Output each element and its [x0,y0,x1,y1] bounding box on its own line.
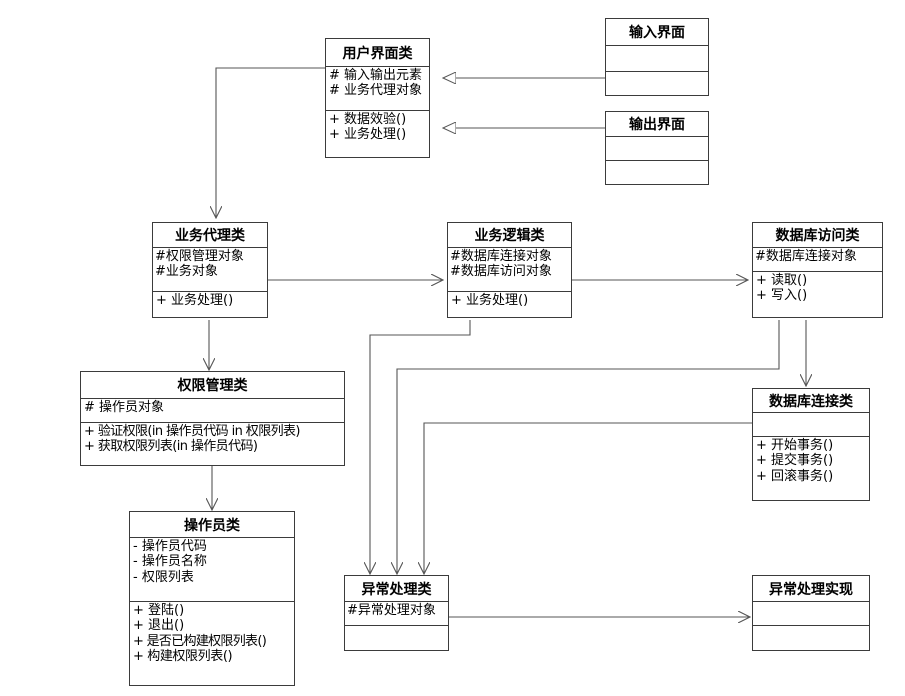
class-title-db-connection: 数据库连接类 [753,389,869,413]
operations-compartment-permission-manager: + 验证权限(in 操作员代码 in 权限列表) + 获取权限列表(in 操作员… [81,423,344,465]
operation-row: + 退出() [133,618,185,634]
class-title-exception-impl: 异常处理实现 [753,576,869,602]
attributes-compartment-output-interface [606,137,708,161]
class-title-business-logic: 业务逻辑类 [448,223,571,248]
operations-compartment-business-agent: + 业务处理() [153,292,267,317]
operations-compartment-db-connection: + 开始事务() + 提交事务() + 回滚事务() [753,437,869,501]
class-box-exception-handler[interactable]: 异常处理类 #异常处理对象 [344,575,449,651]
attribute-row: #业务对象 [155,264,218,280]
operation-row: + 回滚事务() [756,468,834,484]
class-title-db-access: 数据库访问类 [753,223,882,248]
class-title-output-interface: 输出界面 [606,112,708,137]
class-box-db-connection[interactable]: 数据库连接类 + 开始事务() + 提交事务() + 回滚事务() [752,388,870,501]
attributes-compartment-user-interface: # 输入输出元素 # 业务代理对象 [326,67,429,111]
attribute-row: #数据库连接对象 [450,249,552,264]
operation-row: + 获取权限列表(in 操作员代码) [84,439,258,455]
wire-db-connection-to-exception [424,422,752,574]
operation-row: + 数据效验() [329,112,407,127]
attribute-row: # 业务代理对象 [329,83,423,99]
attributes-compartment-exception-impl [753,602,869,626]
operation-row: + 登陆() [133,603,185,618]
class-title-operator: 操作员类 [130,512,294,538]
attribute-row: #异常处理对象 [347,603,436,618]
class-title-input-interface: 输入界面 [606,19,708,46]
operation-row: + 业务处理() [329,127,407,143]
attribute-row: #权限管理对象 [155,249,244,264]
operation-row: + 验证权限(in 操作员代码 in 权限列表) [84,424,300,439]
class-title-permission-manager: 权限管理类 [81,372,344,399]
operation-row: + 开始事务() [756,438,834,453]
class-box-user-interface[interactable]: 用户界面类 # 输入输出元素 # 业务代理对象 + 数据效验() + 业务处理(… [325,38,430,158]
wire-business-logic-to-exception [370,320,471,574]
operations-compartment-input-interface [606,72,708,97]
attribute-row: - 操作员名称 [133,554,207,570]
class-box-business-logic[interactable]: 业务逻辑类 #数据库连接对象 #数据库访问对象 + 业务处理() [447,222,572,318]
operations-compartment-operator: + 登陆() + 退出() + 是否已构建权限列表() + 构建权限列表() [130,602,294,685]
attributes-compartment-operator: - 操作员代码 - 操作员名称 - 权限列表 [130,538,294,602]
attribute-row: - 权限列表 [133,569,194,585]
class-title-user-interface: 用户界面类 [326,39,429,67]
operations-compartment-user-interface: + 数据效验() + 业务处理() [326,111,429,157]
attribute-row: # 输入输出元素 [329,68,423,83]
operations-compartment-exception-impl [753,626,869,650]
attribute-row: #数据库访问对象 [450,264,552,280]
attribute-row: - 操作员代码 [133,539,207,554]
attributes-compartment-exception-handler: #异常处理对象 [345,602,448,626]
attribute-row: #数据库连接对象 [755,249,857,264]
operation-row: + 业务处理() [451,293,529,308]
attributes-compartment-input-interface [606,46,708,72]
operation-row: + 业务处理() [156,293,234,308]
class-box-input-interface[interactable]: 输入界面 [605,18,709,96]
class-box-db-access[interactable]: 数据库访问类 #数据库连接对象 + 读取() + 写入() [752,222,883,318]
attributes-compartment-permission-manager: # 操作员对象 [81,399,344,423]
operations-compartment-exception-handler [345,626,448,650]
attributes-compartment-db-access: #数据库连接对象 [753,248,882,272]
class-box-exception-impl[interactable]: 异常处理实现 [752,575,870,651]
wire-ui-to-business-agent [216,67,331,218]
operation-row: + 读取() [756,273,808,288]
attribute-row: # 操作员对象 [84,400,165,415]
class-box-permission-manager[interactable]: 权限管理类 # 操作员对象 + 验证权限(in 操作员代码 in 权限列表) +… [80,371,345,466]
operations-compartment-output-interface [606,161,708,186]
operation-row: + 提交事务() [756,453,834,469]
attributes-compartment-business-logic: #数据库连接对象 #数据库访问对象 [448,248,571,292]
wire-db-access-to-exception [397,320,780,574]
operations-compartment-db-access: + 读取() + 写入() [753,272,882,317]
class-box-business-agent[interactable]: 业务代理类 #权限管理对象 #业务对象 + 业务处理() [152,222,268,318]
operation-row: + 写入() [756,288,808,304]
attributes-compartment-business-agent: #权限管理对象 #业务对象 [153,248,267,292]
class-box-output-interface[interactable]: 输出界面 [605,111,709,185]
class-box-operator[interactable]: 操作员类 - 操作员代码 - 操作员名称 - 权限列表 + 登陆() + 退出(… [129,511,295,686]
class-title-business-agent: 业务代理类 [153,223,267,248]
operations-compartment-business-logic: + 业务处理() [448,292,571,317]
attributes-compartment-db-connection [753,413,869,437]
operation-row: + 是否已构建权限列表() [133,633,267,649]
operation-row: + 构建权限列表() [133,648,233,664]
class-title-exception-handler: 异常处理类 [345,576,448,602]
